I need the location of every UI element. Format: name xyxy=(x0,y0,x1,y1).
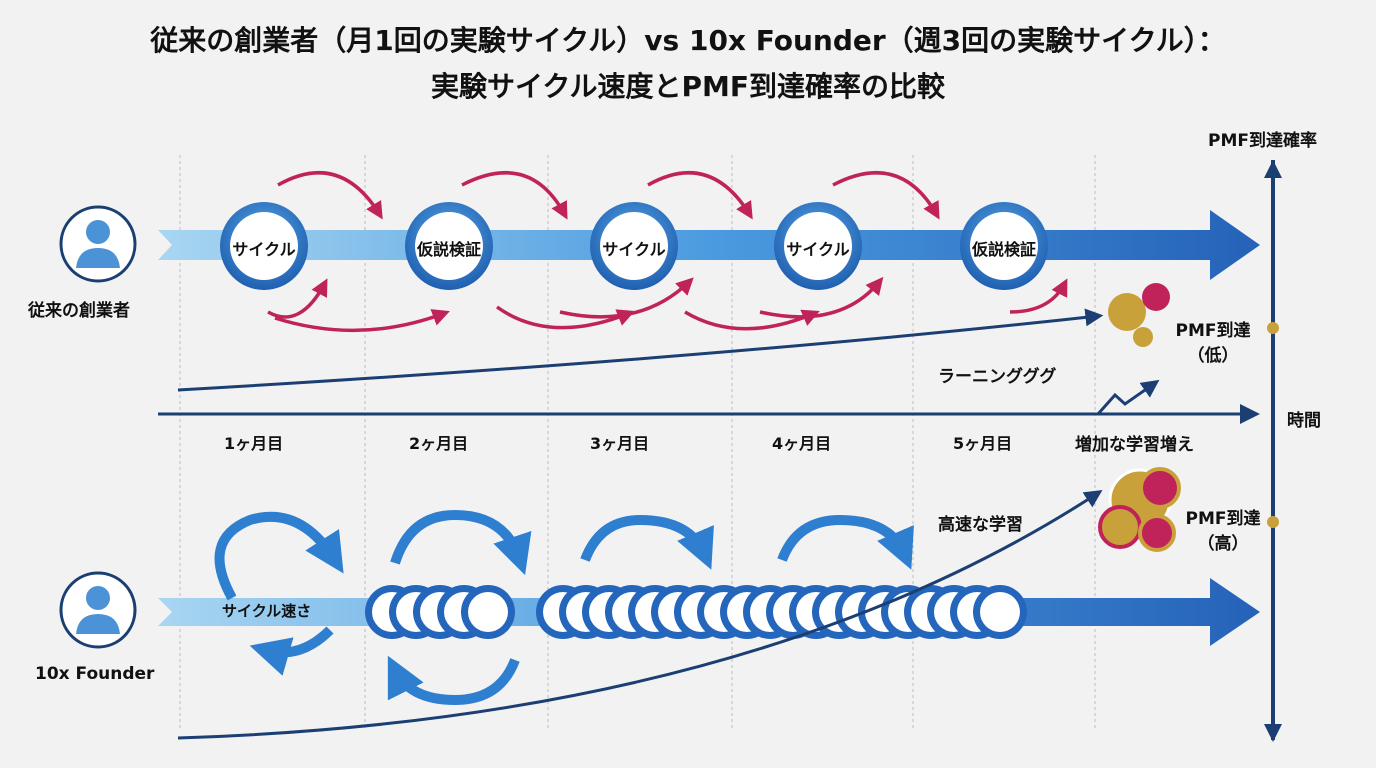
cycle-speed-label: サイクル速さ xyxy=(222,602,312,620)
title-line-2: 実験サイクル速度とPMF到達確率の比較 xyxy=(430,70,946,103)
cycle-ring-center xyxy=(980,592,1020,632)
founder10x-rotation-arrows xyxy=(214,509,914,706)
traditional-pmf-line-1: PMF到達 xyxy=(1175,321,1251,341)
traditional-nodes xyxy=(220,202,1048,290)
month-label-3: 3ヶ月目 xyxy=(590,434,650,453)
month-label-4: 4ヶ月目 xyxy=(772,434,832,453)
time-axis-label: 時間 xyxy=(1287,411,1321,431)
fast-learning-label: 高速な学習 xyxy=(938,515,1023,535)
growth-label: 増加な学習増え xyxy=(1075,435,1194,455)
traditional-node-4 xyxy=(774,202,862,290)
traditional-node-label-2: 仮説検証 xyxy=(416,240,481,259)
founder10x-pmf-line-2: （高） xyxy=(1197,534,1249,554)
traditional-node-label-4: サイクル xyxy=(786,240,850,259)
traditional-pmf-line-2: （低） xyxy=(1187,346,1239,366)
traditional-node-2 xyxy=(405,202,493,290)
traditional-node-label-5: 仮説検証 xyxy=(971,240,1036,259)
traditional-node-1 xyxy=(220,202,308,290)
traditional-node-label-1: サイクル xyxy=(232,240,296,259)
traditional-learning-label: ラーニングググ xyxy=(938,367,1057,387)
title-line-1: 従来の創業者（月1回の実験サイクル）vs 10x Founder（週3回の実験サ… xyxy=(150,24,1226,57)
founder10x-label: 10x Founder xyxy=(35,664,155,684)
month-label-5: 5ヶ月目 xyxy=(953,434,1013,453)
traditional-learning-curve xyxy=(177,308,1104,392)
cycle-ring-center xyxy=(468,592,508,632)
traditional-node-5 xyxy=(960,202,1048,290)
traditional-band xyxy=(158,210,1260,280)
founder10x-pmf-line-1: PMF到達 xyxy=(1185,509,1261,529)
founder10x-avatar-icon xyxy=(59,571,137,649)
founder10x-pmf-cluster xyxy=(1098,467,1181,552)
traditional-pmf-cluster xyxy=(1108,283,1170,347)
traditional-cycle-arrows xyxy=(267,171,1068,333)
month-label-1: 1ヶ月目 xyxy=(224,434,284,453)
founder10x-pmf-label: PMF到達 （高） xyxy=(1175,504,1271,554)
founder10x-cycle-rings xyxy=(365,585,1027,639)
month-label-2: 2ヶ月目 xyxy=(409,434,469,453)
time-axis xyxy=(158,404,1260,424)
growth-arrow xyxy=(1096,379,1160,416)
traditional-avatar-icon xyxy=(59,205,137,283)
pmf-axis xyxy=(1264,160,1282,742)
traditional-node-3 xyxy=(590,202,678,290)
traditional-founder-label: 従来の創業者 xyxy=(28,301,130,321)
traditional-pmf-label: PMF到達 （低） xyxy=(1165,316,1261,366)
founder10x-learning-curve xyxy=(177,490,1103,740)
pmf-axis-label: PMF到達確率 xyxy=(1208,131,1317,151)
traditional-node-label-3: サイクル xyxy=(602,240,666,259)
